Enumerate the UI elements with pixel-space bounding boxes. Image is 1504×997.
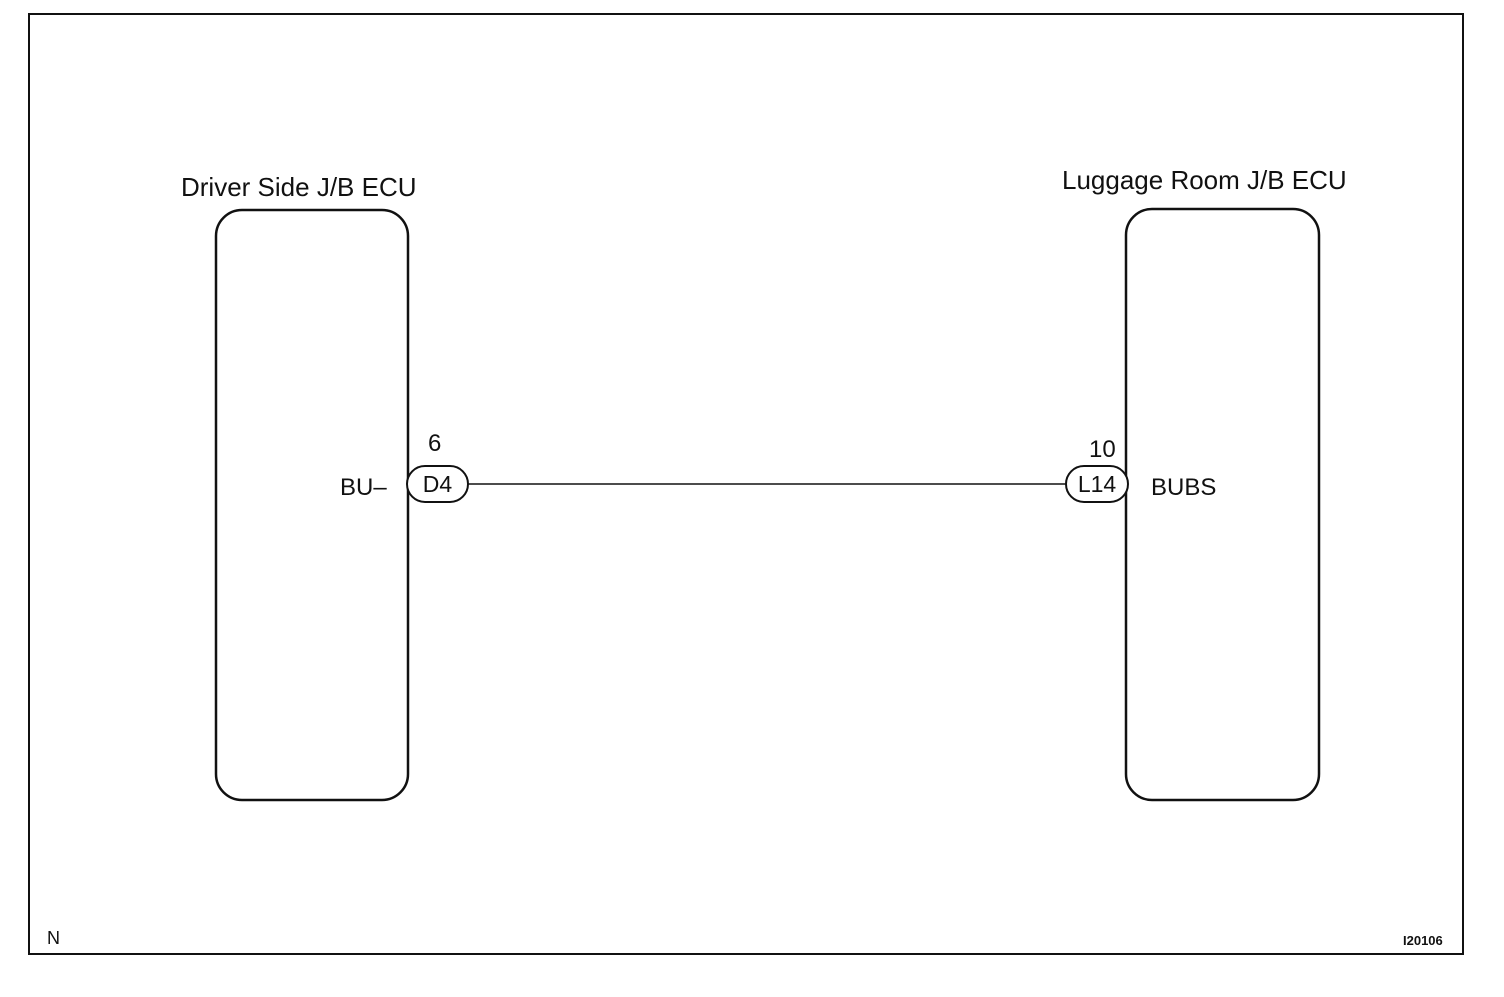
right-terminal-label: BUBS (1151, 474, 1217, 501)
left-unit-title: Driver Side J/B ECU (181, 172, 417, 202)
connector-d4-outline (406, 465, 469, 503)
diagram-frame (28, 13, 1464, 955)
right-ecu-box (1124, 207, 1321, 802)
connector-l14-outline (1065, 465, 1129, 503)
right-pin-number: 10 (1089, 436, 1116, 463)
figure-code: I20106 (1403, 933, 1443, 948)
connector-d4-label: D4 (422, 471, 453, 497)
left-ecu-box (214, 208, 410, 802)
frame-corner-label: N (47, 928, 60, 948)
left-pin-number: 6 (428, 430, 442, 457)
connector-l14-label: L14 (1077, 471, 1117, 497)
left-terminal-label: BU– (340, 474, 387, 501)
right-unit-title: Luggage Room J/B ECU (1062, 165, 1347, 195)
